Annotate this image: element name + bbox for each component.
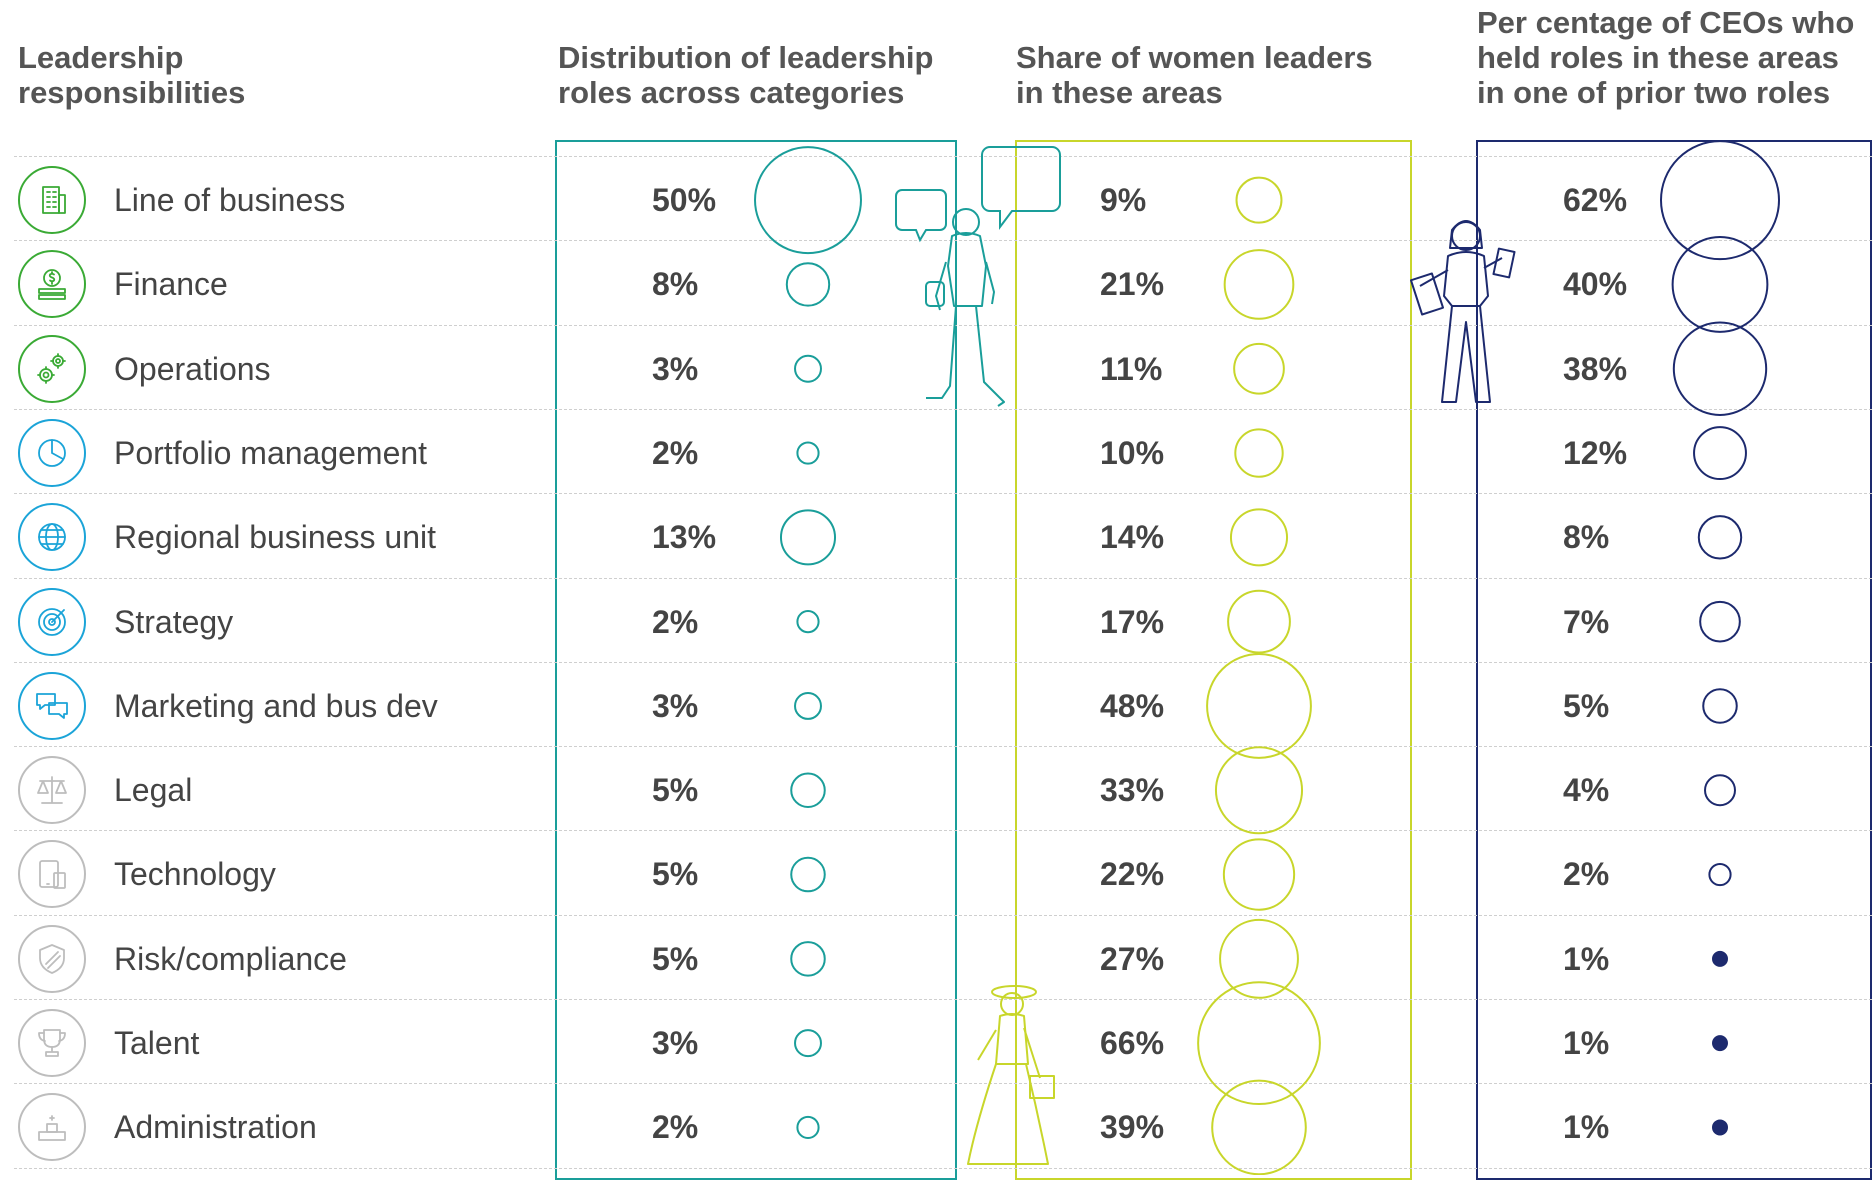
row-divider [14,156,1872,157]
row-divider [14,1083,1872,1085]
ceo-percentage-value: 5% [1563,687,1610,724]
trophy-icon [18,1009,86,1077]
devices-icon [18,840,86,909]
podium-icon [18,1093,86,1162]
women-share-value: 11% [1100,350,1163,387]
chat-bubbles-icon [18,671,86,740]
distribution-value: 2% [652,603,699,640]
scales-icon [18,756,86,825]
women-share-value: 39% [1100,1109,1165,1146]
distribution-value: 3% [652,1025,699,1061]
table-row: Strategy 2% 17% 7% [0,580,1873,664]
ceo-percentage-value: 1% [1563,1109,1610,1146]
row-divider [14,661,1872,663]
ceo-percentage-value: 7% [1563,603,1610,640]
distribution-value: 5% [652,856,699,893]
row-divider [14,408,1872,410]
row-divider [14,914,1872,916]
ceo-percentage-value: 40% [1563,266,1628,303]
table-row: Risk/compliance 5% 27% 1% [0,917,1873,1001]
globe-icon [18,503,86,572]
table-row: Operations 3% 11% 38% [0,327,1873,411]
header-women: Share of women leaders in these areas [1016,40,1373,110]
women-share-value: 66% [1100,1025,1165,1061]
table-row: Portfolio management 2% 10% 12% [0,411,1873,495]
ceo-percentage-value: 2% [1563,856,1610,893]
ceo-percentage-value: 1% [1563,940,1610,977]
distribution-value: 3% [652,687,699,724]
gears-icon [18,334,86,403]
row-divider [14,746,1872,748]
distribution-value: 8% [652,266,699,303]
row-divider [14,999,1872,1000]
shield-icon [18,924,86,993]
money-icon [18,250,86,319]
category-label: Legal [114,772,193,809]
table-row: Legal 5% 33% 4% [0,748,1873,832]
category-label: Marketing and bus dev [114,687,438,724]
distribution-value: 5% [652,940,699,977]
women-share-value: 22% [1100,856,1165,893]
table-row: Talent 3% 66% 1% [0,1001,1873,1085]
target-icon [18,587,86,656]
table-row: Finance 8% 21% 40% [0,242,1873,326]
row-divider [14,493,1872,495]
table-row: Technology 5% 22% 2% [0,832,1873,916]
women-share-value: 14% [1100,519,1165,556]
category-label: Line of business [114,182,346,218]
women-share-value: 27% [1100,940,1165,977]
category-label: Finance [114,266,228,303]
distribution-value: 2% [652,1109,699,1146]
category-label: Operations [114,350,271,387]
pie-chart-icon [18,418,86,487]
category-label: Strategy [114,603,234,640]
category-label: Technology [114,856,276,893]
row-divider [14,830,1872,832]
header-ceos: Per centage of CEOs who held roles in th… [1477,5,1855,110]
row-divider [14,1167,1872,1169]
distribution-value: 50% [652,182,717,218]
ceo-percentage-value: 8% [1563,519,1610,556]
ceo-percentage-value: 4% [1563,772,1610,809]
category-label: Administration [114,1109,317,1146]
header-distribution: Distribution of leadership roles across … [558,40,934,110]
women-share-value: 9% [1100,182,1147,218]
row-divider [14,577,1872,579]
women-share-value: 21% [1100,266,1165,303]
distribution-value: 5% [652,772,699,809]
women-share-value: 33% [1100,772,1165,809]
distribution-value: 3% [652,350,699,387]
table-row: Line of business 50% 9% 62% [0,158,1873,242]
ceo-percentage-value: 62% [1563,182,1628,218]
table-row: Marketing and bus dev 3% 48% 5% [0,664,1873,748]
ceo-percentage-value: 12% [1563,434,1628,471]
table-row: Administration 2% 39% 1% [0,1085,1873,1169]
building-icon [18,166,86,234]
women-share-value: 17% [1100,603,1165,640]
category-label: Regional business unit [114,519,436,556]
category-label: Risk/compliance [114,940,347,977]
category-label: Talent [114,1025,200,1061]
distribution-value: 13% [652,519,717,556]
category-label: Portfolio management [114,434,428,471]
ceo-percentage-value: 38% [1563,350,1628,387]
distribution-value: 2% [652,434,699,471]
women-share-value: 48% [1100,687,1165,724]
header-leadership: Leadership responsibilities [18,40,246,110]
table-row: Regional business unit 13% 14% 8% [0,495,1873,579]
ceo-percentage-value: 1% [1563,1025,1610,1061]
women-share-value: 10% [1100,434,1165,471]
